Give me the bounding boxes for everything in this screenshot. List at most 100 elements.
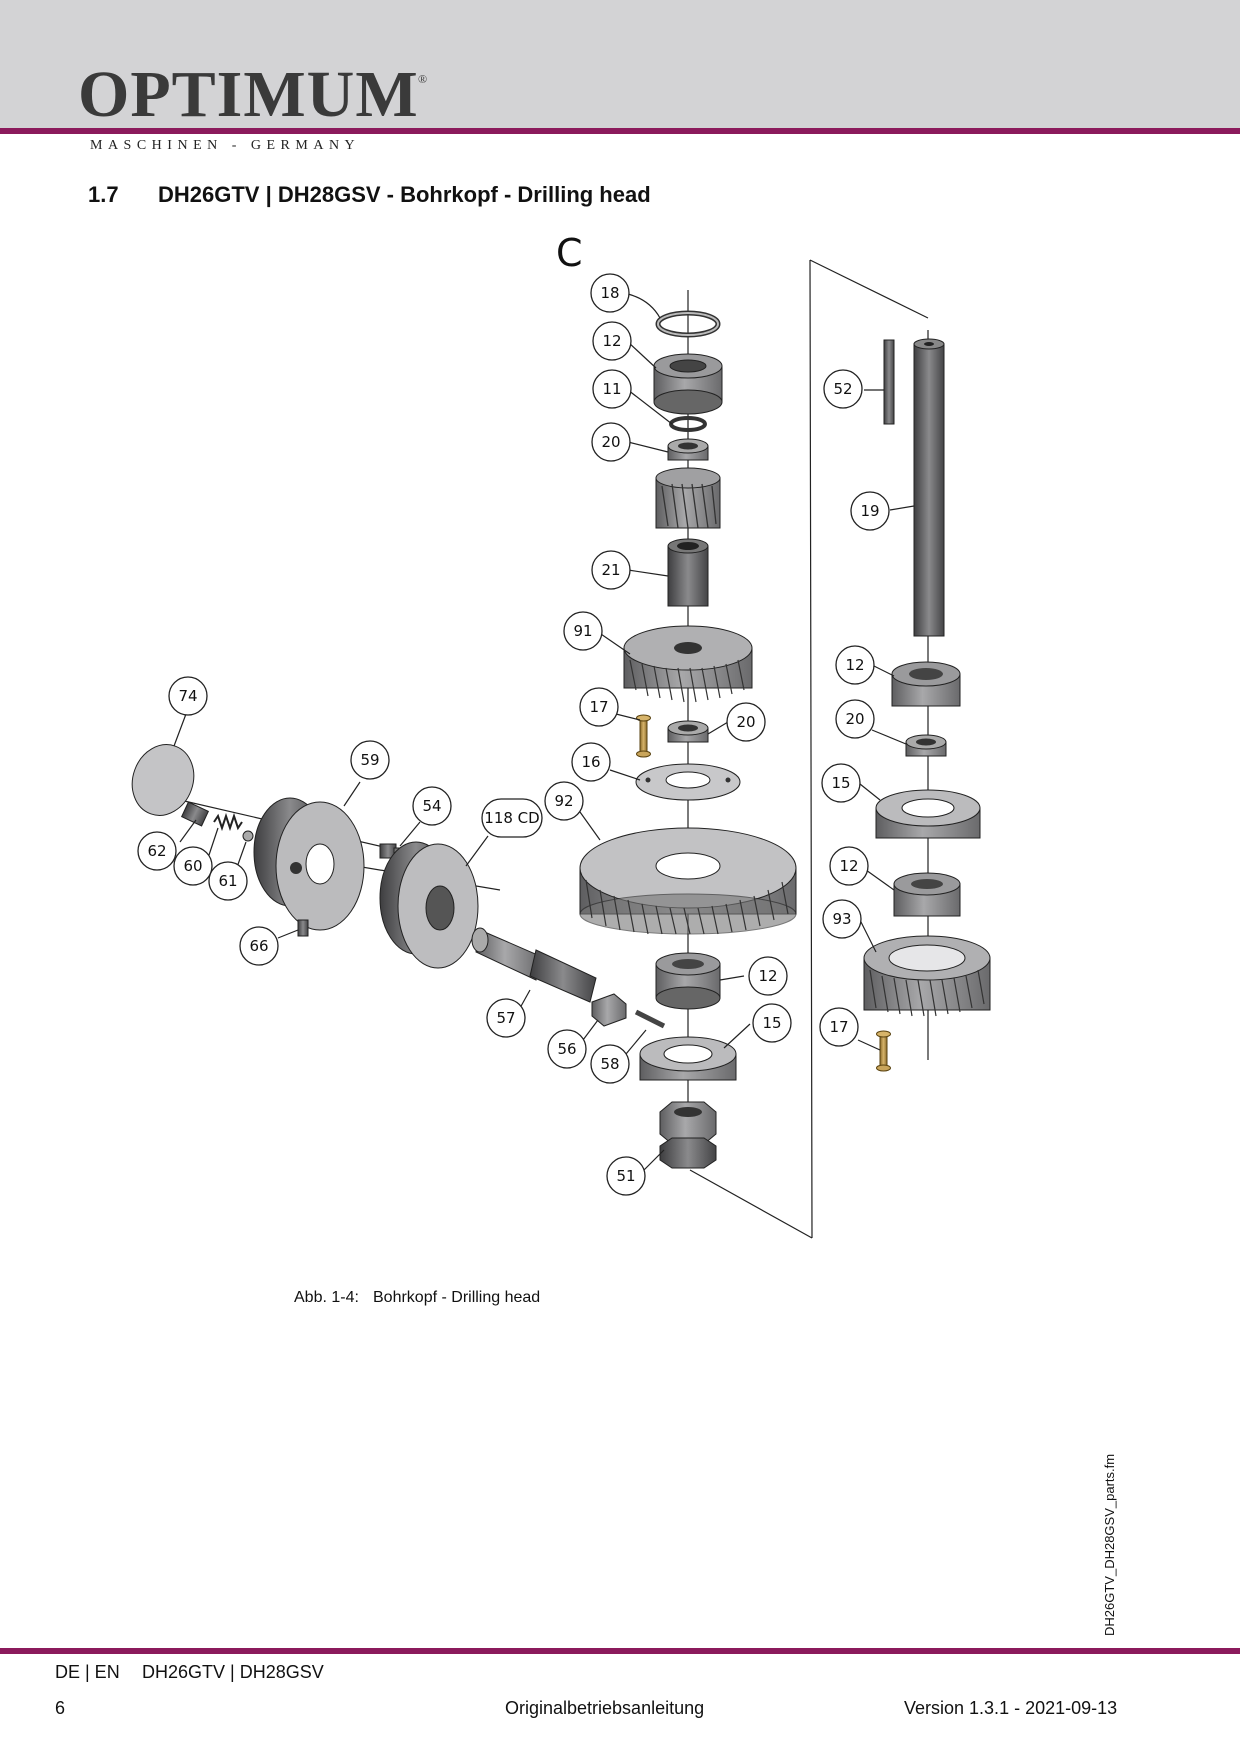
figure-caption-label: Abb. 1-4: [294,1289,359,1306]
part-key [883,339,895,425]
callout-bubble [481,798,543,838]
callout-58: 58 [590,1044,630,1084]
callout-number: 57 [496,1009,515,1027]
callout-bubble [590,1044,630,1084]
callout-number: 91 [573,622,592,640]
footer-model: DH26GTV | DH28GSV [142,1662,324,1682]
drawing-marker: C [556,231,583,275]
callout-12: 12 [829,846,869,886]
callout-bubble [823,369,863,409]
callout-59: 59 [350,740,390,780]
part-clutch-lower [639,1036,737,1081]
callout-20: 20 [591,422,631,462]
header-rule [0,128,1240,134]
callout-62: 62 [137,831,177,871]
callout-number: 56 [557,1040,576,1058]
callout-91: 91 [563,611,603,651]
callout-bubble [563,611,603,651]
callout-12: 12 [748,956,788,996]
logo-registered-mark: ® [418,72,428,86]
callout-bubble [579,687,619,727]
callout-18: 18 [590,273,630,313]
section-title: DH26GTV | DH28GSV - Bohrkopf - Drilling … [158,182,651,207]
callout-bubble [829,846,869,886]
callout-number: 54 [422,797,441,815]
callout-bubble [835,645,875,685]
callout-number: 19 [860,502,879,520]
footer-rule [0,1648,1240,1654]
part-flange-16 [635,763,741,801]
part-pinion-shaft [471,927,597,1003]
callout-number: 16 [581,753,600,771]
callout-bubble [726,702,766,742]
callout-number: 17 [589,698,608,716]
callout-92: 92 [544,781,584,821]
part-brass-pin-right [876,1030,891,1072]
callout-15: 15 [821,763,861,803]
part-pin-62 [180,801,210,827]
callout-20: 20 [726,702,766,742]
callout-bubble [748,956,788,996]
callout-number: 58 [600,1055,619,1073]
callout-51: 51 [606,1156,646,1196]
callout-bubble [486,998,526,1038]
callout-number: 20 [601,433,620,451]
callout-12: 12 [592,321,632,361]
part-pinion-gear [655,467,721,529]
callout-number: 12 [845,656,864,674]
callout-74: 74 [168,676,208,716]
optimum-logo: OPTIMUM [78,58,419,131]
footer-languages: DE | EN [55,1662,120,1682]
callout-bubble [606,1156,646,1196]
part-spring [213,812,243,832]
part-bearing-top [653,353,723,415]
callout-93: 93 [822,899,862,939]
callout-number: 118 CD [484,809,539,827]
callout-number: 62 [147,842,166,860]
callout-bubble [168,676,208,716]
callout-number: 61 [218,872,237,890]
callout-17: 17 [579,687,619,727]
part-hub [253,797,365,931]
part-cover-disc [131,744,195,816]
callout-number: 15 [762,1014,781,1032]
callout-number: 12 [758,967,777,985]
part-small-ring [669,416,707,432]
assembly-lines [179,259,929,1239]
part-ball [242,830,254,842]
callout-17: 17 [819,1007,859,1047]
callout-bubble [850,491,890,531]
callout-number: 93 [832,910,851,928]
callout-number: 12 [602,332,621,350]
callout-bubble [173,846,213,886]
part-spacer-top [667,438,709,461]
logo-subtitle: MASCHINEN - GERMANY [90,138,361,153]
callout-bubble [835,699,875,739]
callout-bubble [571,742,611,782]
callout-60: 60 [173,846,213,886]
callout-118-cd: 118 CD [481,798,543,838]
callout-66: 66 [239,926,279,966]
callout-bubble [822,899,862,939]
footer-document-type: Originalbetriebsanleitung [505,1698,705,1718]
part-nuts [659,1101,717,1169]
callout-bubble [547,1029,587,1069]
callout-52: 52 [823,369,863,409]
callout-number: 92 [554,792,573,810]
part-flange-118 [379,841,479,969]
callout-54: 54 [412,786,452,826]
callout-11: 11 [592,369,632,409]
callout-number: 17 [829,1018,848,1036]
callout-number: 18 [600,284,619,302]
callout-56: 56 [547,1029,587,1069]
callout-61: 61 [208,861,248,901]
callout-number: 59 [360,751,379,769]
callout-bubble [591,422,631,462]
callout-bubble [208,861,248,901]
callout-bubble [592,321,632,361]
callout-number: 11 [602,380,621,398]
callout-16: 16 [571,742,611,782]
callout-bubble [137,831,177,871]
part-circlip [655,310,721,338]
part-gear-91 [623,625,753,703]
